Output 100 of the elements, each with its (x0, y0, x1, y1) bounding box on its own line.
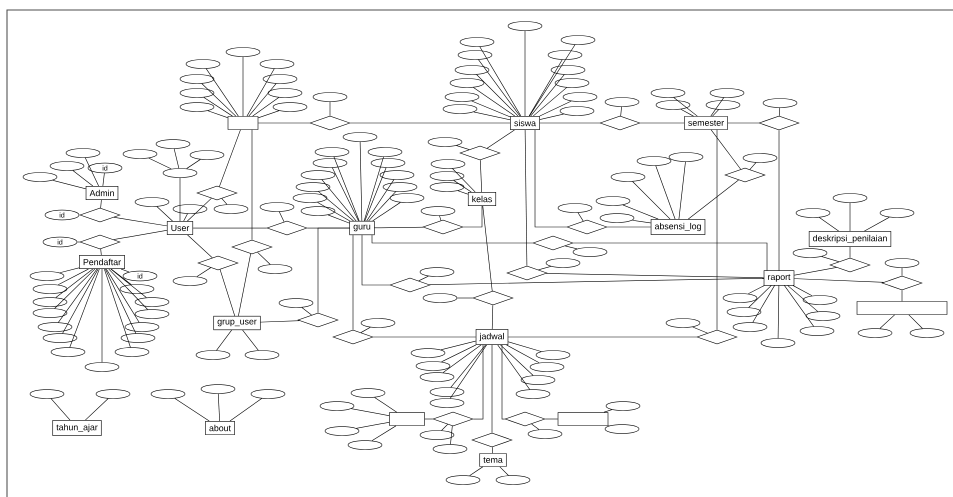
entity-box: grup_user (213, 316, 261, 330)
entity-box: absensi_log (650, 219, 706, 235)
attribute-ellipse (368, 147, 402, 157)
connector-line (794, 278, 884, 283)
connector-line (476, 74, 518, 116)
connector-line (352, 234, 354, 330)
attribute-ellipse (516, 389, 550, 399)
attribute-ellipse (562, 92, 598, 102)
connector-line (242, 330, 259, 351)
connector-line (100, 248, 102, 256)
attribute-ellipse (278, 298, 314, 308)
connector-line (480, 160, 482, 192)
attribute-ellipse (596, 196, 630, 206)
attribute-ellipse (430, 182, 464, 192)
connector-line (260, 320, 300, 322)
entity-box: tahun_ajar (52, 420, 102, 436)
attribute-ellipse (520, 375, 556, 385)
connector-line (334, 156, 360, 222)
attribute-ellipse (320, 401, 354, 411)
attribute-ellipse (742, 153, 778, 163)
attribute-ellipse (22, 172, 58, 182)
connector-line (530, 74, 564, 116)
connector-line (492, 304, 494, 330)
connector-line (728, 122, 760, 124)
attribute-ellipse (910, 328, 944, 338)
attribute-ellipse (214, 204, 248, 214)
connector-line (529, 44, 576, 116)
attribute-ellipse (300, 170, 336, 180)
connector-line (218, 394, 220, 422)
connector-line (424, 418, 433, 420)
connector-line (202, 83, 236, 116)
attribute-ellipse (430, 387, 464, 397)
connector-line (258, 110, 280, 118)
connector-line (174, 398, 210, 422)
attribute-ellipse (706, 100, 740, 110)
attribute-ellipse (450, 78, 484, 88)
attribute-ellipse (268, 88, 302, 98)
connector-line (113, 230, 168, 240)
entity-box: raport (764, 270, 794, 286)
connector-line (174, 148, 180, 169)
connector-line (440, 340, 476, 350)
connector-line (105, 268, 136, 334)
attribute-ellipse (796, 208, 830, 218)
attribute-ellipse (420, 430, 454, 440)
entity-box: User (166, 221, 194, 235)
connector-line (332, 167, 359, 222)
entity-box: about (205, 420, 235, 436)
attribute-ellipse (554, 78, 590, 88)
connector-line (528, 59, 563, 116)
connector-line (506, 344, 540, 364)
attribute-ellipse (50, 347, 86, 357)
connector-line (655, 165, 676, 220)
connector-line (792, 285, 812, 296)
attribute-ellipse (180, 102, 214, 112)
connector-line (492, 446, 493, 454)
attribute-ellipse (380, 170, 414, 180)
attribute-ellipse (422, 293, 458, 303)
attribute-ellipse (858, 328, 892, 338)
connector-line (104, 268, 131, 348)
connector-line (821, 256, 840, 262)
attribute-ellipse (432, 444, 468, 454)
attribute-ellipse (884, 258, 920, 268)
attribute-ellipse (536, 350, 570, 360)
attribute-ellipse (84, 362, 120, 372)
connector-line (222, 198, 228, 205)
connector-line (418, 276, 429, 282)
connector-line (318, 191, 354, 222)
connector-line (497, 344, 530, 390)
connector-line (252, 97, 280, 116)
connector-line (784, 285, 814, 327)
connector-line (356, 422, 390, 429)
attribute-ellipse (120, 284, 154, 294)
connector-line (564, 246, 578, 250)
attribute-ellipse (38, 322, 72, 332)
entity-box: tema (479, 453, 507, 467)
connector-line (778, 130, 780, 271)
attribute-ellipse (880, 208, 914, 218)
connector-line (478, 59, 520, 116)
connector-line (442, 344, 482, 373)
connector-line (673, 97, 698, 116)
connector-line (196, 267, 212, 277)
connector-line (710, 97, 724, 116)
connector-line (908, 314, 923, 329)
connector-line (248, 83, 276, 116)
attribute-ellipse (262, 74, 298, 84)
attribute-ellipse (802, 295, 838, 305)
connector-line (688, 180, 739, 220)
attribute-ellipse (722, 293, 758, 303)
connector-line (632, 181, 670, 220)
attribute-ellipse (122, 149, 158, 159)
connector-line (622, 204, 659, 220)
connector-line (678, 162, 686, 220)
entity-box: guru (349, 220, 375, 236)
connector-line (880, 314, 895, 329)
connector-line (486, 130, 515, 149)
attribute-ellipse (530, 362, 564, 372)
connector-line (322, 179, 356, 222)
attribute-ellipse (762, 98, 798, 108)
connector-line (538, 266, 552, 270)
connector-line (540, 114, 564, 120)
